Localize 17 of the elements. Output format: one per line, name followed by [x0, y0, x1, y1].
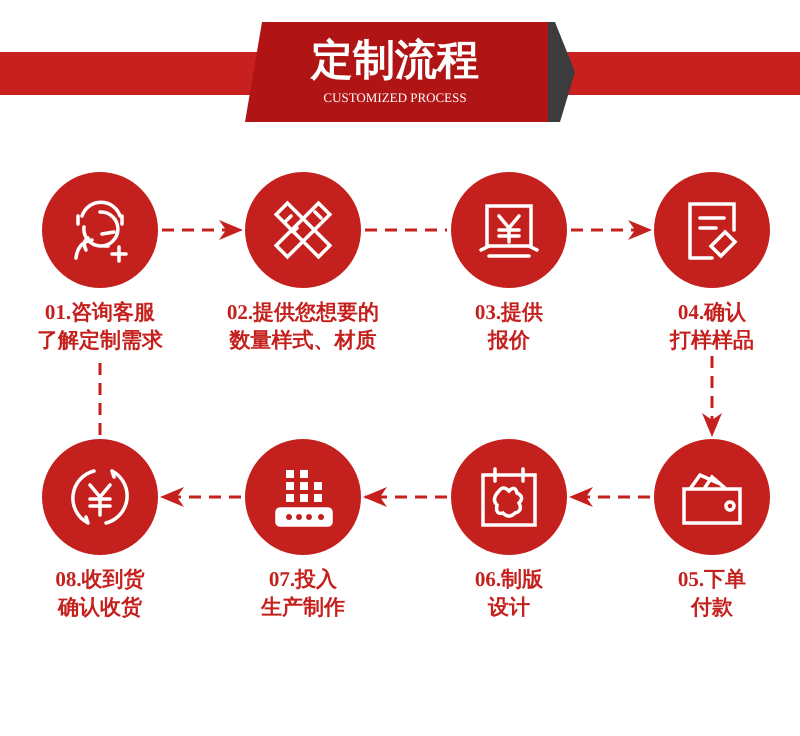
title: 定制流程 — [309, 36, 480, 86]
dashed-arrow — [571, 220, 652, 240]
step-label: 06.制版设计 — [474, 566, 544, 621]
step-label: 07.投入生产制作 — [260, 566, 346, 621]
dashed-arrow — [363, 487, 447, 507]
dashed-arrow — [162, 220, 243, 240]
subtitle: CUSTOMIZED PROCESS — [322, 90, 468, 106]
dashed-line — [365, 228, 447, 232]
step-label: 05.下单付款 — [676, 566, 748, 621]
step-label: 02.提供您想要的数量样式、材质 — [226, 299, 380, 354]
step-label: 01.咨询客服了解定制需求 — [36, 299, 164, 354]
dashed-arrow — [702, 356, 722, 437]
dashed-arrow — [569, 487, 650, 507]
step-label: 03.提供报价 — [474, 299, 544, 354]
step-label: 08.收到货确认收货 — [54, 566, 146, 621]
dashed-arrow — [160, 487, 241, 507]
step-label: 04.确认打样样品 — [668, 299, 755, 354]
